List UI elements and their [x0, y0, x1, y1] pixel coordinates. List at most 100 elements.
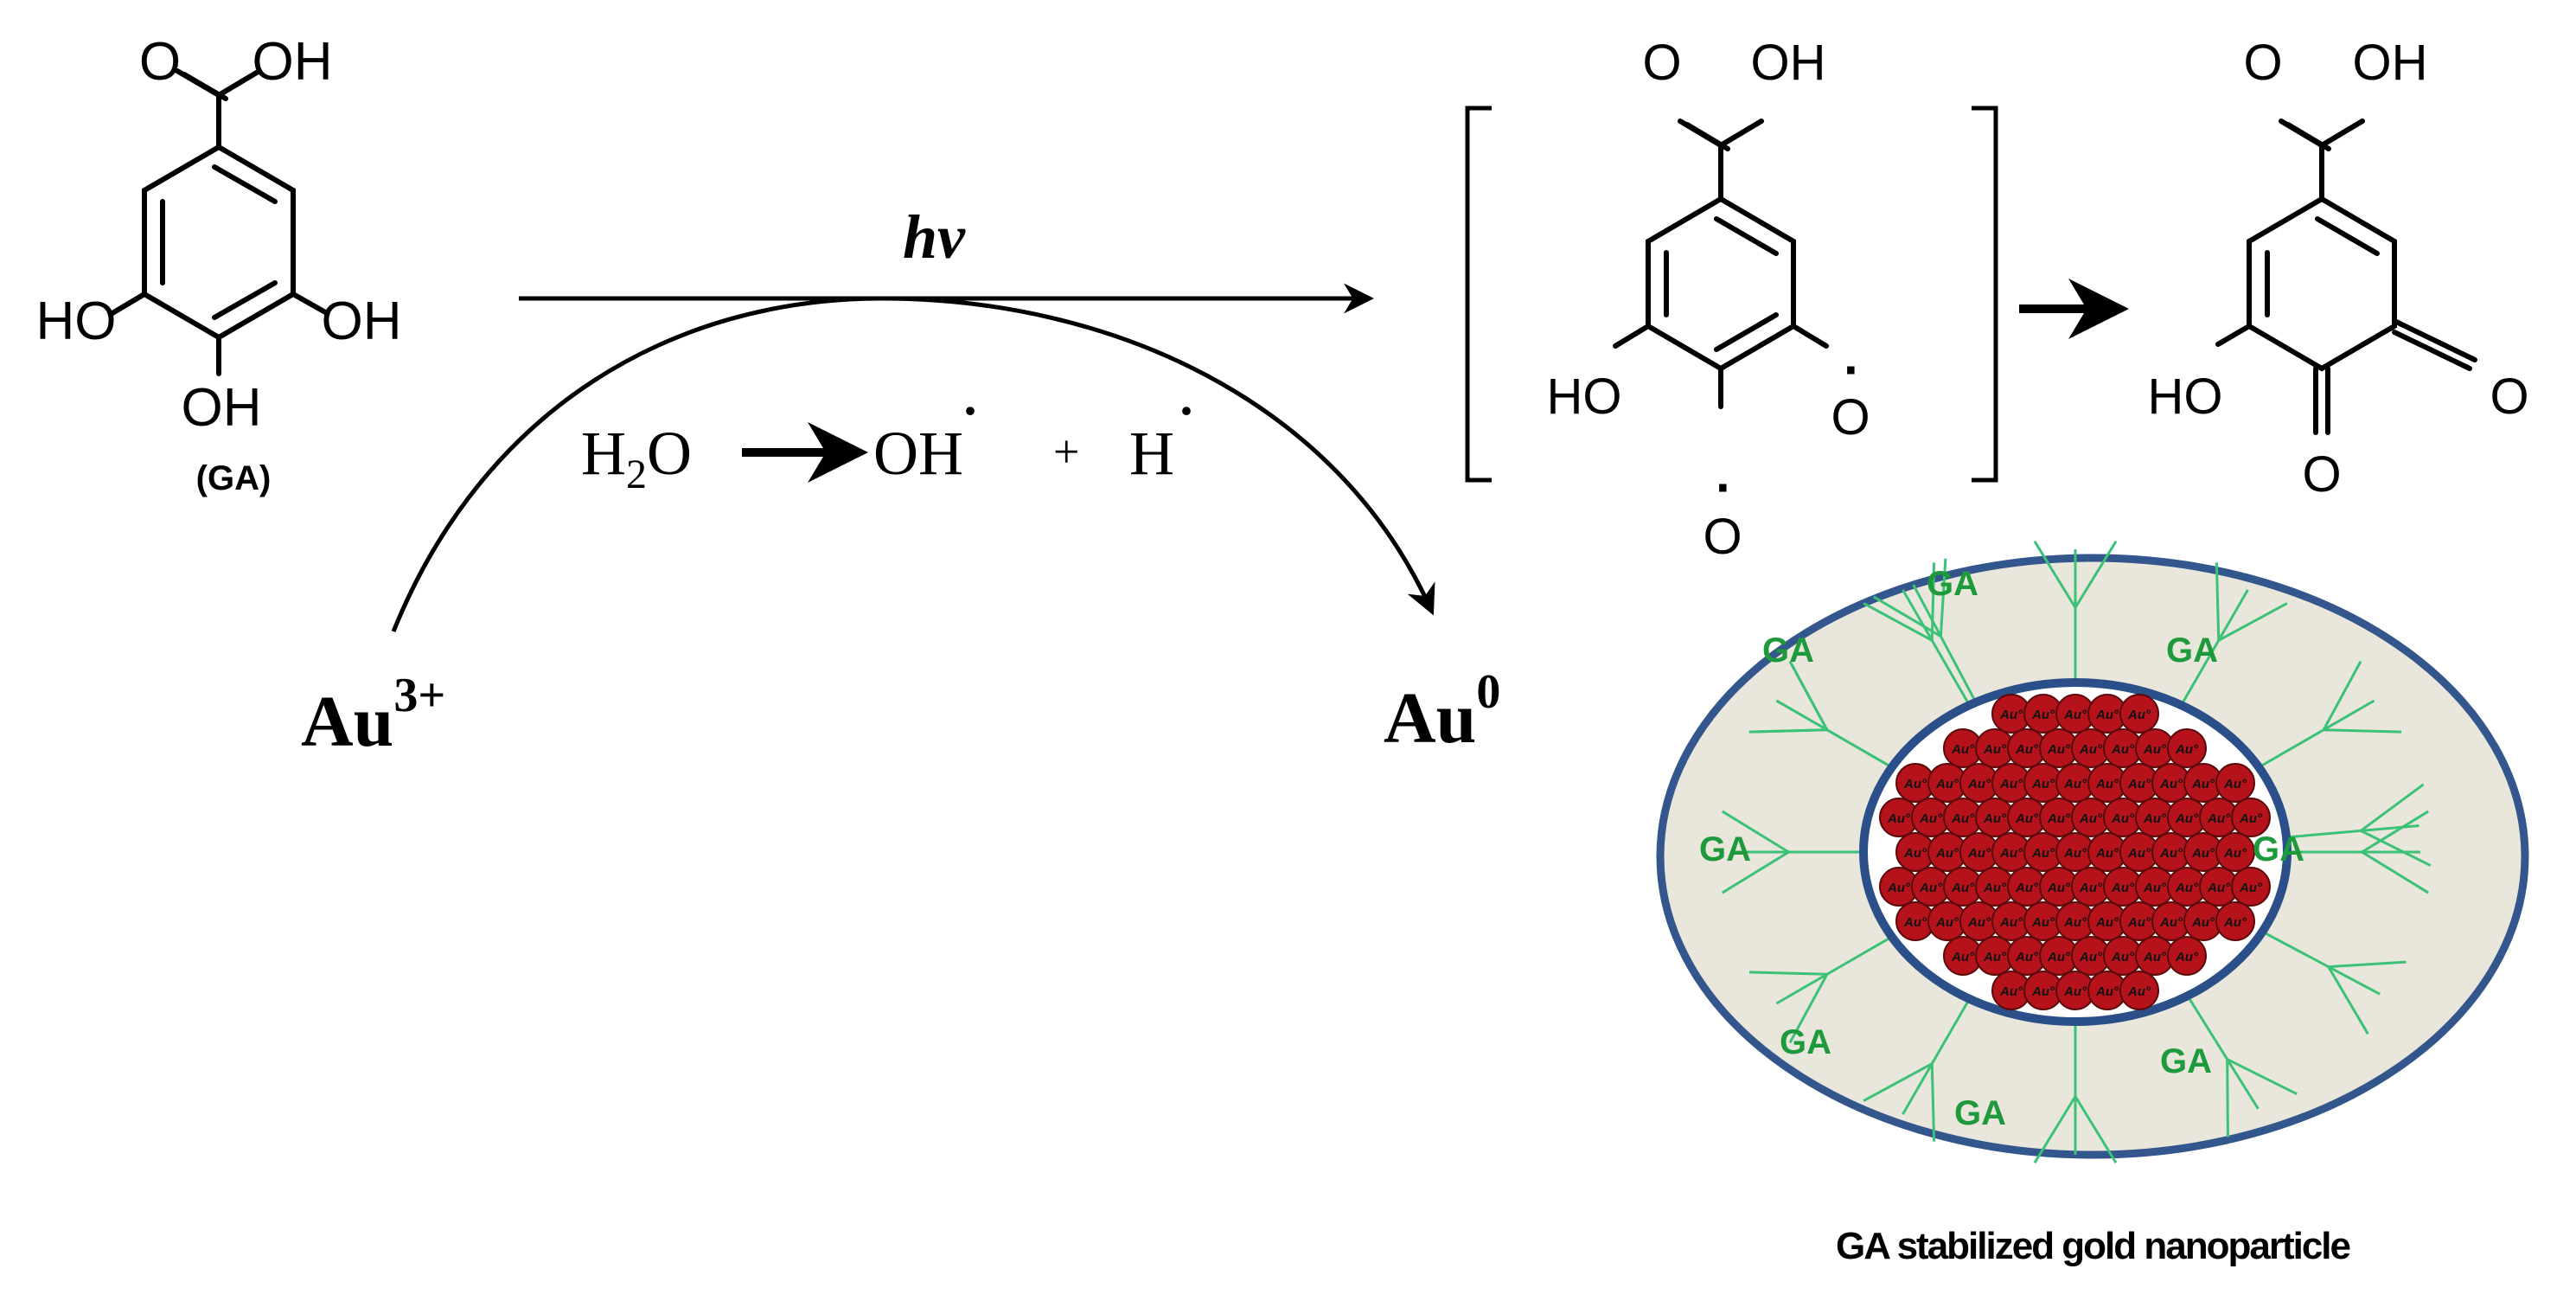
gold-atom-label: Au°: [2143, 881, 2167, 895]
gold-ion-symbol: Au: [301, 682, 393, 762]
gold-atom-label: Au°: [2191, 846, 2215, 861]
gold-atom-label: Au°: [2239, 881, 2263, 895]
gold-atom: [2215, 832, 2255, 872]
gold-atom-label: Au°: [1999, 915, 2023, 930]
gold-atom: [2119, 971, 2159, 1010]
gold-atom-label: Au°: [1951, 881, 1975, 895]
gold-atom-label: Au°: [2079, 881, 2103, 895]
gold-atom-label: Au°: [2223, 846, 2247, 861]
gold-atom-label: Au°: [1935, 846, 1959, 861]
quinone-left-hydroxyl: HO: [2148, 369, 2223, 425]
water-o: O: [647, 419, 692, 488]
gold-atom: [2167, 728, 2207, 768]
ligand-branch: [2074, 1095, 2118, 1164]
ligand-branch: [1939, 558, 1947, 637]
gold-atom-label: Au°: [2223, 915, 2247, 930]
ligand-branch: [2226, 1058, 2298, 1096]
gold-atom-symbol: Au: [1384, 678, 1476, 759]
gold-atom-label: Au°: [2127, 777, 2151, 791]
ligand-branch: [1721, 850, 1790, 894]
gold-atom-label: Au°: [1999, 984, 2023, 999]
gold-atom-label: Au°: [2159, 915, 2183, 930]
gold-atom-label: Au°: [2207, 881, 2231, 895]
gold-atom-label: Au°: [2175, 811, 2199, 826]
gold-atom-cluster: Au° Au° Au° Au° Au° Au° Au° Au° Au° Au° Au° Au° Au° A…: [1879, 694, 2271, 1010]
ligand-branch: [2328, 960, 2407, 969]
radical-bottom-dot: ·: [1716, 458, 1733, 516]
gold-atom-label: Au°: [1983, 881, 2007, 895]
ga-ligand-label: GA: [1762, 631, 1814, 670]
gold-atom-label: Au°: [2223, 777, 2247, 791]
ligand-branch: [2361, 850, 2430, 894]
gold-atom-label: Au°: [2015, 950, 2039, 965]
gold-nanoparticle: Au° Au° Au° Au° Au° Au° Au° Au° Au° Au° Au° Au° Au° A…: [1656, 540, 2529, 1164]
ligand-branch: [2033, 540, 2077, 609]
gold-atom-label: Au°: [2175, 742, 2199, 757]
gold-atom-label: Au°: [2063, 984, 2087, 999]
gold-atom-label: Au°: [1999, 708, 2023, 722]
gold-atom: [2215, 763, 2255, 803]
gold-atom-label: Au°: [2143, 811, 2167, 826]
gold-atom-label: Au°: [2079, 950, 2103, 965]
gold-atom-label: Au°: [2111, 950, 2135, 965]
gold-atom-label: Au°: [1967, 846, 1991, 861]
gold-atom-label: Au°: [1887, 811, 1911, 826]
quinone-ring: [2247, 195, 2397, 372]
water-photolysis: H2O OH · + H ·: [581, 382, 1195, 497]
gold-atom-label: Au°: [2127, 984, 2151, 999]
gold-atom-label: Au°: [2031, 984, 2055, 999]
gold-atom-label: Au°: [2127, 708, 2151, 722]
ligand-branch: [2361, 810, 2430, 854]
gold-atom-label: Au°: [2031, 708, 2055, 722]
ga-label: (GA): [196, 459, 272, 497]
gallic-acid-ring: [142, 144, 296, 341]
ligand-branch: [2033, 1095, 2077, 1164]
gold-atom-label: Au°: [2127, 846, 2151, 861]
ligand-stem: [2265, 932, 2381, 996]
gold-atom-label: Au°: [2095, 846, 2119, 861]
gold-atom: [2119, 694, 2159, 734]
ligand-branch: [2218, 602, 2288, 642]
ga-ligand-label: GA: [1954, 1094, 2006, 1132]
gold-atom: [2231, 798, 2271, 837]
ga-ligand-label: GA: [2160, 1042, 2212, 1080]
gold-atom-label: Au°: [2175, 881, 2199, 895]
radical-right-dot: ·: [1844, 341, 1861, 399]
ligand-stem: [2260, 699, 2375, 767]
ga-left-hydroxyl: HO: [36, 292, 117, 351]
gold-atom-label: Au°: [2047, 811, 2071, 826]
gold-atom: [2231, 867, 2271, 907]
hydrogen-radical-dot: ·: [1178, 382, 1195, 439]
gold-atom-label: Au°: [2031, 846, 2055, 861]
ligand-branch: [2322, 660, 2362, 731]
gold-atom-label: Au°: [2015, 811, 2039, 826]
hydroxyl-radical: OH: [873, 419, 963, 488]
ga-ligand-label: GA: [2253, 830, 2304, 868]
ga-right-hydroxyl: OH: [322, 292, 402, 351]
gold-atom-label: Au°: [2095, 777, 2119, 791]
gold-atom-label: Au°: [1903, 846, 1927, 861]
ligand-branch: [1748, 971, 1827, 976]
ligand-stem: [1902, 589, 1969, 703]
gold-atom-label: Au°: [1967, 915, 1991, 930]
ligand-stem: [1902, 1001, 1969, 1115]
gold-atom-label: Au°: [2127, 915, 2151, 930]
ligand-branch: [2215, 562, 2221, 641]
radical-acid-oh: OH: [1751, 35, 1826, 91]
hydroxyl-radical-dot: ·: [962, 382, 979, 439]
radical-intermediate-bracket: [1465, 106, 1998, 483]
ligand-stem: [1775, 937, 1890, 1005]
ligand-stem: [2289, 824, 2419, 839]
radical-bottom-oxygen: O: [1703, 509, 1742, 565]
quinone-carbonyl-oxygen: O: [2243, 35, 2282, 91]
gold-atom-label: Au°: [2159, 777, 2183, 791]
gold-atom-label: Au°: [2015, 881, 2039, 895]
gold-atom-label: Au°: [2047, 950, 2071, 965]
radical-carbonyl-oxygen: O: [1642, 35, 1681, 91]
gold-atom-label: Au°: [2191, 777, 2215, 791]
gold-atom-label: Au°: [1999, 777, 2023, 791]
ligand-layer: [1721, 540, 2432, 1164]
ligand-stem: [2182, 589, 2249, 703]
ligand-branch: [1721, 810, 1790, 854]
